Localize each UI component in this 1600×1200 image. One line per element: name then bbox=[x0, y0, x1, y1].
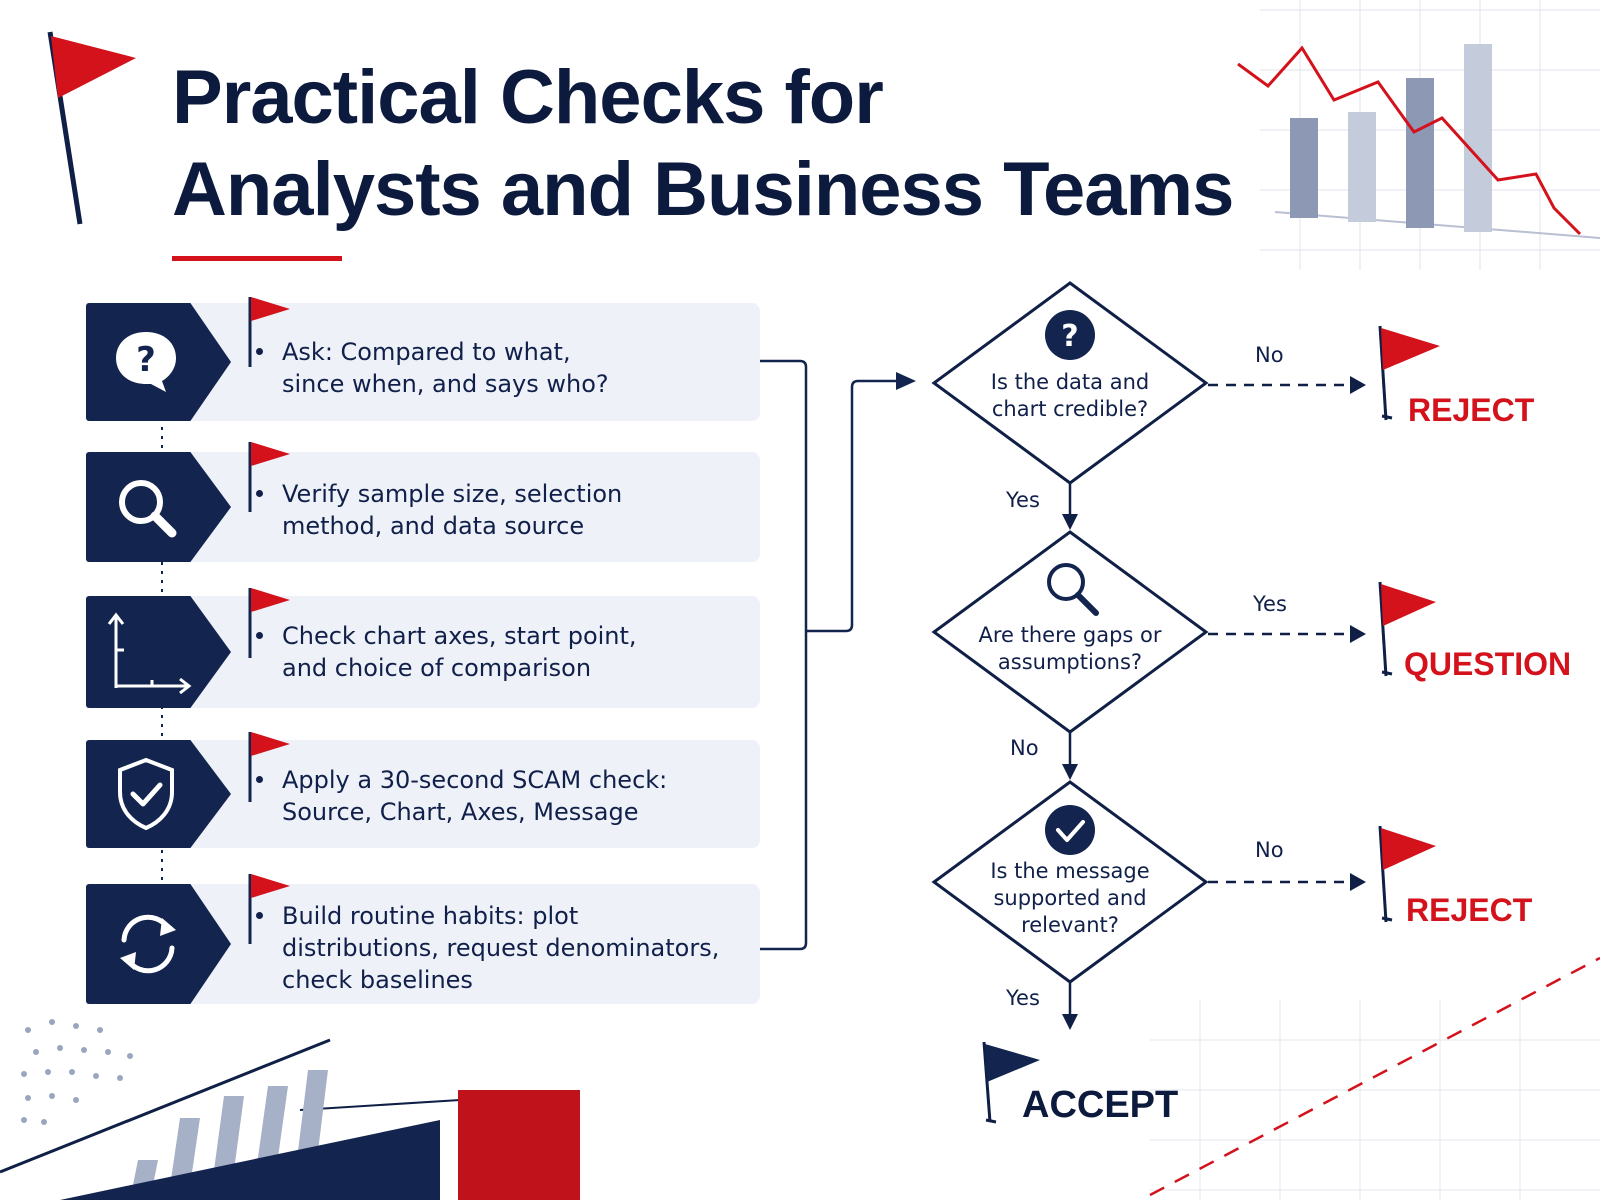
bullet bbox=[256, 912, 263, 919]
bullet bbox=[256, 776, 263, 783]
card-flag-icon bbox=[248, 732, 290, 802]
check-tab-1: ? bbox=[86, 303, 231, 421]
down-label-3: Yes bbox=[1006, 986, 1040, 1010]
check-card-1: ? Ask: Compared to what, since when, and… bbox=[86, 297, 760, 421]
check-circle-icon bbox=[1045, 805, 1095, 855]
check-card-2: Verify sample size, selection method, an… bbox=[86, 442, 760, 562]
bottom-left-navy-slab bbox=[60, 1120, 440, 1200]
outcome-reject-2: REJECT bbox=[1406, 892, 1533, 928]
decision-line: supported and bbox=[993, 886, 1147, 910]
check-tab-4 bbox=[86, 740, 231, 848]
check-text-line: check baselines bbox=[282, 966, 473, 994]
decision-line: relevant? bbox=[1021, 913, 1119, 937]
accept-flag-icon bbox=[982, 1041, 1040, 1124]
bottom-left-red-block bbox=[458, 1090, 580, 1200]
top-right-trend-line bbox=[1237, 45, 1582, 236]
svg-text:?: ? bbox=[136, 340, 156, 380]
side-label-3: No bbox=[1255, 838, 1284, 862]
decision-text-3: Is the message supported and relevant? bbox=[975, 858, 1165, 939]
outcome-accept: ACCEPT bbox=[1022, 1084, 1179, 1126]
check-card-3: Check chart axes, start point, and choic… bbox=[86, 588, 760, 708]
magnifier-icon bbox=[119, 480, 177, 538]
decision-line: Are there gaps or bbox=[978, 623, 1162, 647]
decision-line: chart credible? bbox=[991, 397, 1149, 421]
down-label-2: No bbox=[1010, 736, 1039, 760]
question-bubble-icon: ? bbox=[116, 332, 176, 392]
card-flag-icon bbox=[248, 874, 290, 944]
check-text-1: Ask: Compared to what, since when, and s… bbox=[256, 336, 740, 400]
decision-line: assumptions? bbox=[997, 650, 1143, 674]
refresh-cycle-icon bbox=[120, 914, 176, 974]
card-flag-icon bbox=[248, 588, 290, 658]
magnifier-icon bbox=[1047, 563, 1099, 616]
check-text-line: distributions, request denominators, bbox=[282, 934, 720, 962]
check-tab-3 bbox=[86, 596, 231, 708]
cards-bracket-connector bbox=[760, 359, 896, 951]
bottom-right-dashed-trend bbox=[1149, 956, 1600, 1197]
bottom-right-grid bbox=[1150, 1000, 1600, 1200]
check-card-4: Apply a 30-second SCAM check: Source, Ch… bbox=[86, 732, 760, 848]
check-text-line: Source, Chart, Axes, Message bbox=[282, 798, 639, 826]
check-text-2: Verify sample size, selection method, an… bbox=[256, 478, 740, 542]
check-text-3: Check chart axes, start point, and choic… bbox=[256, 620, 740, 684]
check-text-line: Ask: Compared to what, bbox=[282, 338, 571, 366]
title-underline bbox=[172, 256, 342, 261]
page-title-line-2: Analysts and Business Teams bbox=[172, 147, 1234, 232]
check-text-line: and choice of comparison bbox=[282, 654, 592, 682]
top-right-bars bbox=[1290, 44, 1492, 232]
chart-axes-icon bbox=[107, 612, 192, 694]
flowchart-diamonds bbox=[931, 281, 1209, 984]
decision-text-2: Are there gaps or assumptions? bbox=[975, 622, 1165, 676]
outcome-question: QUESTION bbox=[1404, 646, 1572, 682]
down-label-1: Yes bbox=[1006, 488, 1040, 512]
bullet bbox=[256, 348, 263, 355]
check-text-line: since when, and says who? bbox=[282, 370, 609, 398]
shield-check-icon bbox=[118, 757, 174, 831]
check-tab-5 bbox=[86, 884, 231, 1004]
check-text-line: Check chart axes, start point, bbox=[282, 622, 637, 650]
check-tab-2 bbox=[86, 452, 231, 562]
question-circle-icon: ? bbox=[1045, 310, 1095, 360]
check-text-5: Build routine habits: plot distributions… bbox=[256, 900, 740, 996]
decision-line: Is the data and bbox=[990, 370, 1150, 394]
svg-text:?: ? bbox=[1061, 319, 1078, 354]
page-title-line-1: Practical Checks for bbox=[172, 55, 884, 140]
decision-line: Is the message bbox=[990, 859, 1150, 883]
card-flag-icon bbox=[248, 442, 290, 512]
check-text-line: Build routine habits: plot bbox=[282, 902, 579, 930]
decision-text-1: Is the data and chart credible? bbox=[975, 369, 1165, 423]
check-text-4: Apply a 30-second SCAM check: Source, Ch… bbox=[256, 764, 740, 828]
bullet bbox=[256, 632, 263, 639]
outcome-reject-1: REJECT bbox=[1408, 392, 1535, 428]
check-text-line: Apply a 30-second SCAM check: bbox=[282, 766, 668, 794]
title-flag-icon bbox=[47, 31, 136, 225]
check-text-line: Verify sample size, selection bbox=[282, 480, 623, 508]
outcome-flag-icon bbox=[1378, 325, 1393, 923]
bottom-left-dots bbox=[21, 1019, 133, 1125]
arrow-into-flow bbox=[896, 372, 916, 390]
check-text-line: method, and data source bbox=[282, 512, 585, 540]
card-flag-icon bbox=[248, 297, 290, 367]
check-card-5: Build routine habits: plot distributions… bbox=[86, 874, 760, 1004]
side-label-1: No bbox=[1255, 343, 1284, 367]
flowchart-side-arrows bbox=[1208, 383, 1352, 884]
bullet bbox=[256, 490, 263, 497]
side-label-2: Yes bbox=[1253, 592, 1287, 616]
